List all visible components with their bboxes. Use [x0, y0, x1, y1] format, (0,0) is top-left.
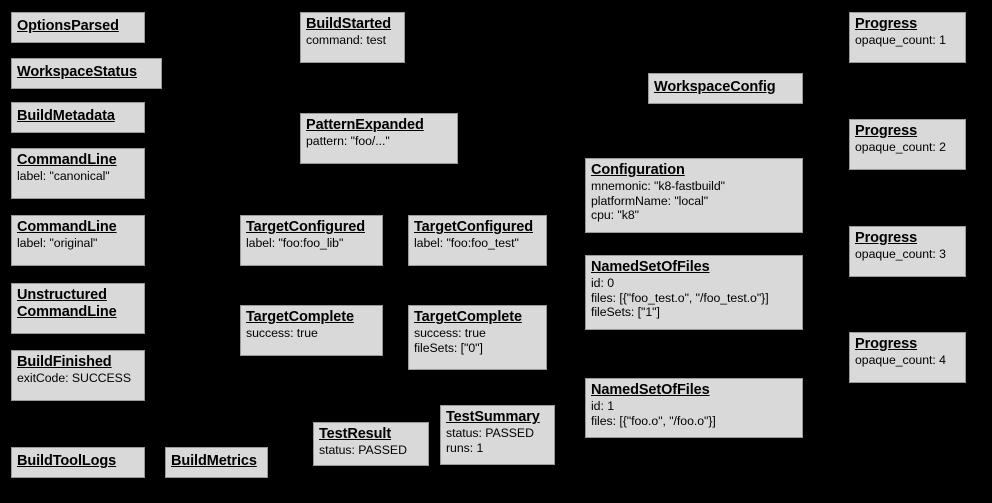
- node-title: Progress: [855, 336, 918, 352]
- node-title: TargetComplete: [246, 309, 354, 325]
- node-title: WorkspaceConfig: [654, 79, 776, 96]
- node-title: CommandLine: [17, 152, 117, 168]
- node-field: label: "foo:foo_test": [414, 236, 519, 251]
- node-title: TestSummary: [446, 409, 540, 425]
- node-title: TargetConfigured: [246, 219, 365, 235]
- node-title: WorkspaceStatus: [17, 64, 137, 81]
- node-title: PatternExpanded: [306, 117, 424, 133]
- node-title: Progress: [855, 16, 918, 32]
- node-title: BuildMetadata: [17, 108, 115, 125]
- node-field: fileSets: ["0"]: [414, 340, 483, 355]
- node-field: runs: 1: [446, 440, 484, 455]
- node-field: pattern: "foo/...": [306, 134, 390, 149]
- node-title: TargetComplete: [414, 309, 522, 325]
- node-title: OptionsParsed: [17, 18, 119, 35]
- node-field: files: [{"foo.o", "/foo.o"}]: [591, 413, 716, 428]
- node-title: TestResult: [319, 426, 392, 442]
- node-field: cpu: "k8": [591, 208, 639, 223]
- node-title: TargetConfigured: [414, 219, 533, 235]
- node-title: BuildMetrics: [171, 453, 257, 470]
- node-field: success: true: [246, 326, 318, 341]
- node-build-metrics[interactable]: BuildMetrics: [165, 447, 268, 478]
- node-field: label: "foo:foo_lib": [246, 236, 344, 251]
- node-field: opaque_count: 4: [855, 353, 946, 368]
- node-title: BuildStarted: [306, 16, 392, 32]
- node-field: label: "original": [17, 236, 98, 251]
- node-build-metadata[interactable]: BuildMetadata: [11, 102, 145, 133]
- node-field: opaque_count: 3: [855, 247, 946, 262]
- node-workspace-status[interactable]: WorkspaceStatus: [11, 58, 162, 89]
- node-options-parsed[interactable]: OptionsParsed: [11, 12, 145, 43]
- node-field: command: test: [306, 33, 386, 48]
- node-title: Configuration: [591, 162, 685, 178]
- node-title: NamedSetOfFiles: [591, 382, 710, 398]
- node-field: status: PASSED: [319, 443, 407, 458]
- node-field: id: 0: [591, 276, 614, 291]
- node-field: opaque_count: 1: [855, 33, 946, 48]
- node-title: BuildFinished: [17, 354, 112, 370]
- node-field: mnemonic: "k8-fastbuild": [591, 179, 725, 194]
- node-field: success: true: [414, 326, 486, 341]
- node-title: CommandLine: [17, 219, 117, 235]
- node-title: Progress: [855, 230, 918, 246]
- node-build-tool-logs[interactable]: BuildToolLogs: [11, 447, 145, 478]
- node-title: CommandLine: [17, 304, 117, 321]
- node-workspace-config[interactable]: WorkspaceConfig: [648, 73, 803, 104]
- node-title: Unstructured: [17, 287, 107, 303]
- node-field: files: [{"foo_test.o", "/foo_test.o"}]: [591, 290, 769, 305]
- node-title: Progress: [855, 123, 918, 139]
- node-field: opaque_count: 2: [855, 140, 946, 155]
- node-field: label: "canonical": [17, 169, 110, 184]
- node-field: platformName: "local": [591, 193, 709, 208]
- node-field: id: 1: [591, 399, 614, 414]
- node-title: BuildToolLogs: [17, 453, 117, 470]
- node-field: fileSets: ["1"]: [591, 305, 660, 320]
- node-field: exitCode: SUCCESS: [17, 371, 131, 386]
- node-title: NamedSetOfFiles: [591, 259, 710, 275]
- node-field: status: PASSED: [446, 426, 534, 441]
